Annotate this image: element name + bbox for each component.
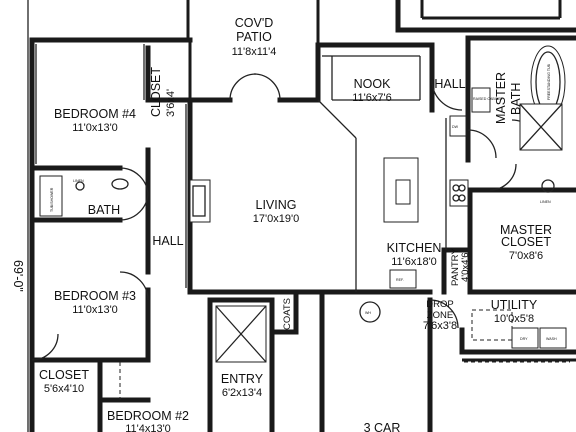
- bedroom3-name: BEDROOM #3: [54, 289, 136, 303]
- drop-zone-name2: ZONE: [427, 310, 453, 321]
- closet-b-dims: 5'6x4'10: [44, 383, 84, 395]
- coats-name: COATS: [282, 298, 293, 330]
- patio-name2: PATIO: [236, 30, 272, 44]
- closet-a-name: CLOSET: [149, 67, 163, 117]
- hall-mid-name: HALL: [152, 234, 183, 248]
- bath-name: BATH: [88, 203, 120, 217]
- patio-dims: 11'8x11'4: [232, 46, 277, 58]
- nook-dims: 11'6x7'6: [352, 92, 391, 104]
- living-dims: 17'0x19'0: [253, 213, 299, 225]
- drop-zone-name: DROP: [426, 299, 453, 310]
- linen2-label: LINEN: [540, 200, 551, 204]
- utility-dims: 10'0x5'8: [494, 313, 534, 325]
- bedroom4-name: BEDROOM #4: [54, 107, 136, 121]
- raised-cabinet-label: RAISED CABINET: [473, 97, 504, 101]
- patio-name: COV'D: [235, 16, 274, 30]
- pantry-name: PANTRY: [450, 248, 461, 286]
- ref-label: REF.: [396, 278, 404, 282]
- details: [27, 0, 570, 432]
- wh-label: WH: [365, 311, 371, 315]
- linen-label: LINEN: [73, 179, 84, 183]
- utility-name: UTILITY: [491, 298, 538, 312]
- entry-dims: 6'2x13'4: [222, 387, 262, 399]
- dry-label: DRY: [520, 337, 528, 341]
- entry-name: ENTRY: [221, 372, 264, 386]
- drop-zone-dims: 7'6x3'8: [423, 320, 457, 332]
- master-closet-dims: 7'0x8'6: [509, 250, 543, 262]
- master-closet-name2: CLOSET: [501, 235, 551, 249]
- garage-name: 3 CAR: [364, 421, 401, 432]
- hall-top-name: HALL: [434, 77, 465, 91]
- closet-a-dims: 3'6x4': [165, 89, 177, 117]
- bedroom4-dims: 11'0x13'0: [72, 122, 118, 134]
- kitchen-name: KITCHEN: [387, 241, 442, 255]
- master-bath-name: MASTER: [494, 72, 508, 124]
- fixture-labels: RAISED CABINET FREESTANDING TUB REF. DW …: [50, 63, 557, 341]
- wash-label: WASH: [546, 337, 557, 341]
- dw-label: DW: [452, 125, 459, 129]
- pantry-dims: 4'0x4'6: [460, 252, 471, 282]
- shower-label: TUB/SHOWER: [50, 187, 54, 212]
- closet-b-name: CLOSET: [39, 368, 89, 382]
- living-name: LIVING: [256, 198, 297, 212]
- master-bath-name2: BATH: [509, 83, 523, 115]
- bedroom3-dims: 11'0x13'0: [72, 304, 118, 316]
- bedroom2-dims: 11'4x13'0: [125, 423, 171, 432]
- master-closet-name: MASTER: [500, 223, 552, 237]
- overall-dimension: 69'-0": [11, 260, 25, 292]
- nook-name: NOOK: [354, 77, 391, 91]
- master-tub-label: FREESTANDING TUB: [547, 63, 551, 100]
- room-labels: COV'D PATIO 11'8x11'4 NOOK 11'6x7'6 BEDR…: [39, 16, 552, 432]
- bedroom2-name: BEDROOM #2: [107, 409, 189, 423]
- kitchen-dims: 11'6x18'0: [391, 256, 437, 268]
